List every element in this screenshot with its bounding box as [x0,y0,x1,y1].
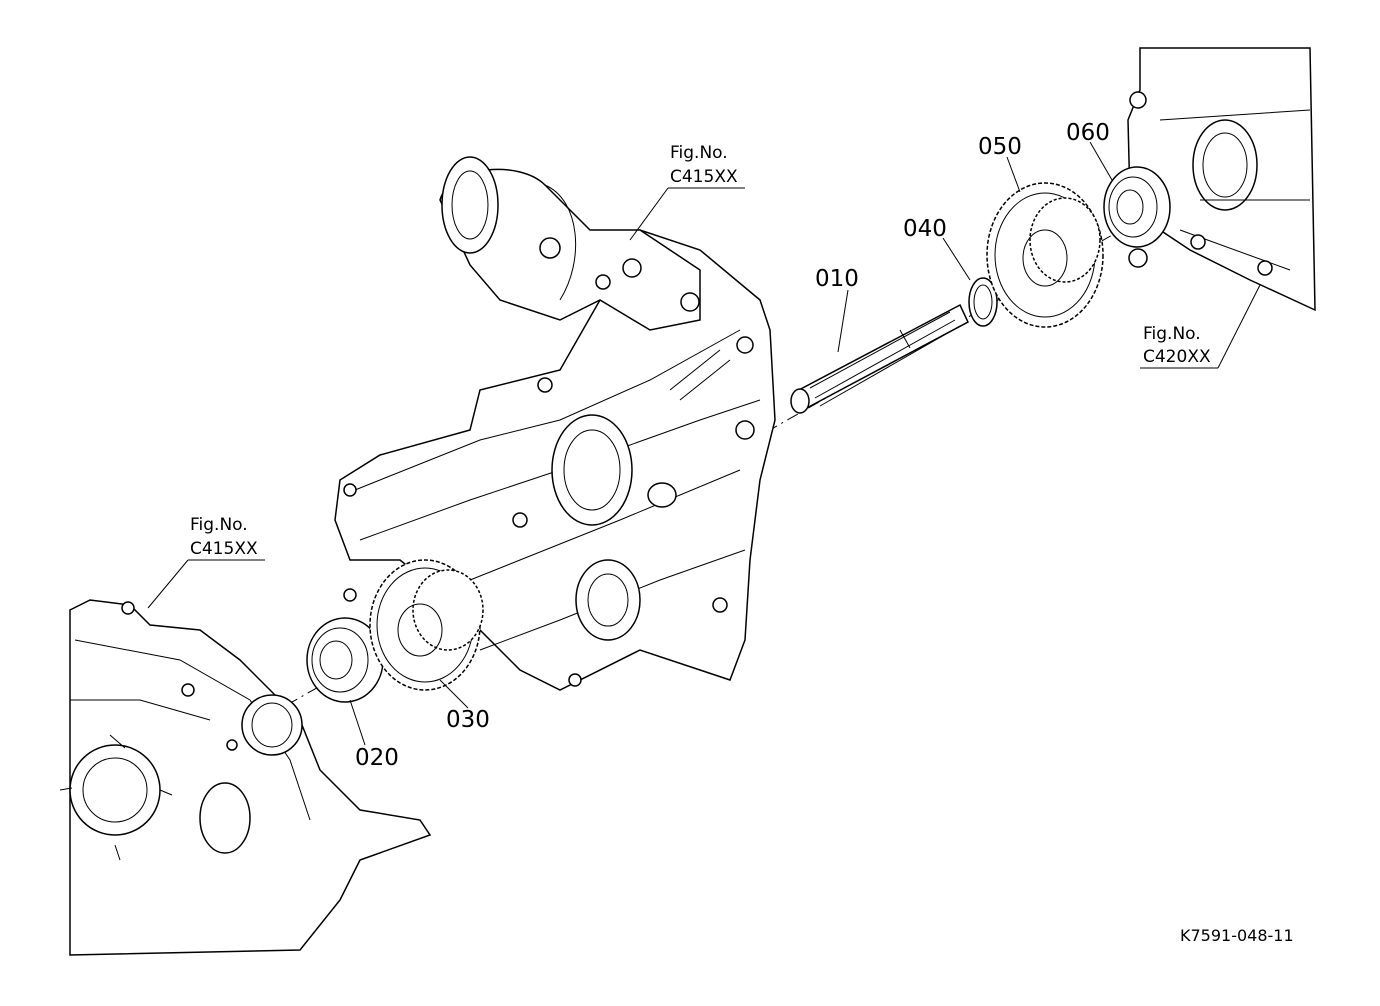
bearing-060 [1103,166,1171,248]
drawing-code: K7591-048-11 [1180,926,1294,945]
part-label-020: 020 [355,745,399,771]
part-label-060: 060 [1066,120,1110,146]
part-label-050: 050 [978,134,1022,160]
right-housing [1127,47,1316,312]
part-label-030: 030 [446,707,490,733]
bearing-020 [306,617,384,703]
fig-ref-upper-label: Fig.No. [670,143,728,163]
part-label-040: 040 [903,216,947,242]
upper-housing [439,156,701,331]
gear-050 [986,182,1104,328]
part-label-010: 010 [815,266,859,292]
shaft-010 [790,303,969,414]
left-housing [59,599,432,956]
leader-lines [147,141,1261,746]
fig-ref-upper-code: C415XX [670,167,738,187]
gear-030 [369,559,484,691]
fig-ref-left-code: C415XX [190,539,258,559]
fig-ref-right-code: C420XX [1143,347,1211,367]
fig-ref-right-label: Fig.No. [1143,324,1201,344]
fig-ref-left-label: Fig.No. [190,515,248,535]
snap-ring-040 [968,277,998,327]
